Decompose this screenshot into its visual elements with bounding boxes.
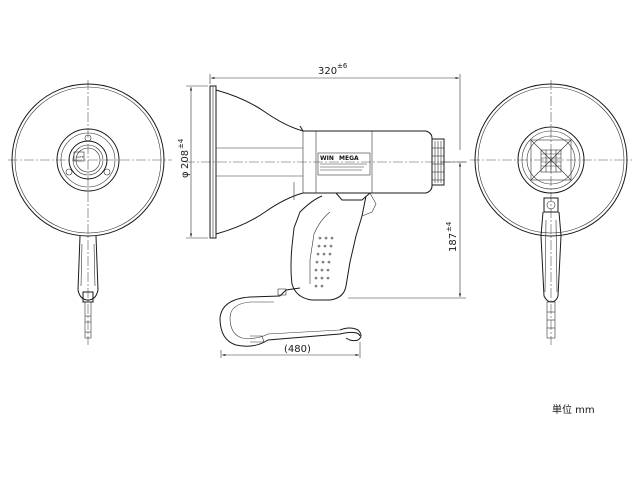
rear-view [470, 80, 632, 345]
dimension-length: 320 ±6 [209, 62, 461, 150]
diameter-value: 208 [180, 150, 191, 169]
rear-grille [540, 149, 562, 173]
svg-text:SAFE: SAFE [76, 155, 84, 159]
dimension-height: 187 ±4 [348, 161, 466, 299]
dimension-diameter: φ 208 ±4 [177, 85, 208, 239]
length-tolerance: ±6 [337, 62, 348, 70]
horn-rim-rear [474, 83, 628, 237]
dimension-strap: (480) [220, 342, 361, 358]
diameter-tolerance: ±4 [177, 138, 185, 149]
horn-rim-outer [11, 83, 165, 237]
brand-text-right: MEGA [339, 155, 359, 162]
grip-texture [314, 236, 334, 288]
side-view: WIN MEGA [185, 85, 468, 347]
front-view: SAFE [8, 80, 172, 345]
diameter-prefix: φ [180, 171, 191, 178]
brand-text-left: WIN [320, 155, 334, 162]
strap-length: (480) [284, 344, 311, 355]
height-value: 187 [448, 233, 459, 252]
length-value: 320 [318, 66, 337, 77]
height-tolerance: ±4 [445, 221, 453, 232]
unit-label: 単位 mm [552, 405, 595, 416]
